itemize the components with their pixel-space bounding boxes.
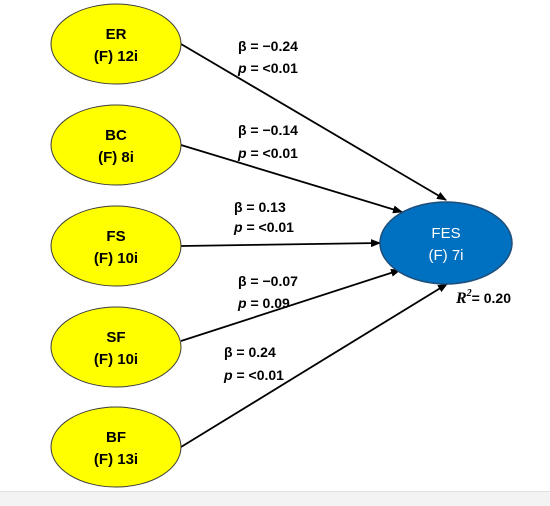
r-squared-superscript: 2	[466, 288, 472, 299]
path-diagram: ER (F) 12i BC (F) 8i FS (F) 10i SF (F) 1…	[50, 3, 513, 488]
r-squared-label: R2= 0.20	[455, 288, 511, 307]
outcome-fes-items: (F) 7i	[429, 247, 464, 264]
coef-er-beta: β = −0.24	[238, 38, 298, 54]
outcome-fes-name: FES	[431, 225, 460, 242]
predictor-bf: BF (F) 13i	[50, 406, 182, 488]
coef-bc-p: p = <0.01	[237, 145, 298, 161]
predictor-fs: FS (F) 10i	[50, 205, 182, 287]
predictor-sf-name: SF	[106, 329, 125, 346]
coef-er-p: p = <0.01	[237, 60, 298, 76]
predictor-bf-items: (F) 13i	[94, 451, 138, 468]
coef-fs: β = 0.13 p = <0.01	[233, 199, 294, 235]
path-arrow-bf	[180, 283, 448, 448]
coef-bc-beta: β = −0.14	[238, 122, 298, 138]
predictor-bc-items: (F) 8i	[98, 149, 134, 166]
predictor-er-items: (F) 12i	[94, 48, 138, 65]
outcome-fes-ellipse	[379, 201, 513, 285]
path-arrow-fs	[180, 239, 381, 248]
coef-sf-p: p = 0.09	[237, 295, 290, 311]
r-squared-value: = 0.20	[472, 290, 512, 306]
predictor-sf-items: (F) 10i	[94, 351, 138, 368]
coef-sf: β = −0.07 p = 0.09	[237, 273, 298, 311]
path-arrow-sf	[180, 268, 401, 342]
path-arrow-bc	[180, 144, 403, 214]
coef-bf: β = 0.24 p = <0.01	[223, 344, 284, 383]
coef-fs-p: p = <0.01	[233, 219, 294, 235]
predictor-bc-ellipse	[50, 104, 182, 186]
predictor-sf: SF (F) 10i	[50, 306, 182, 388]
predictor-bc-name: BC	[105, 127, 127, 144]
coef-bf-p: p = <0.01	[223, 367, 284, 383]
predictor-bf-ellipse	[50, 406, 182, 488]
predictor-er: ER (F) 12i	[50, 3, 182, 85]
predictor-fs-name: FS	[106, 228, 125, 245]
r-squared-symbol: R	[455, 290, 467, 307]
coef-er: β = −0.24 p = <0.01	[237, 38, 298, 76]
predictor-er-ellipse	[50, 3, 182, 85]
coef-fs-beta: β = 0.13	[234, 199, 286, 215]
predictor-fs-items: (F) 10i	[94, 250, 138, 267]
coef-sf-beta: β = −0.07	[238, 273, 298, 289]
coef-bf-beta: β = 0.24	[224, 344, 276, 360]
predictor-bf-name: BF	[106, 429, 126, 446]
coef-bc: β = −0.14 p = <0.01	[237, 122, 298, 161]
predictor-fs-ellipse	[50, 205, 182, 287]
predictor-bc: BC (F) 8i	[50, 104, 182, 186]
predictor-sf-ellipse	[50, 306, 182, 388]
path-arrow-er	[180, 43, 447, 201]
outcome-fes: FES (F) 7i	[379, 201, 513, 285]
bottom-strip	[0, 491, 550, 506]
predictor-er-name: ER	[106, 26, 127, 43]
